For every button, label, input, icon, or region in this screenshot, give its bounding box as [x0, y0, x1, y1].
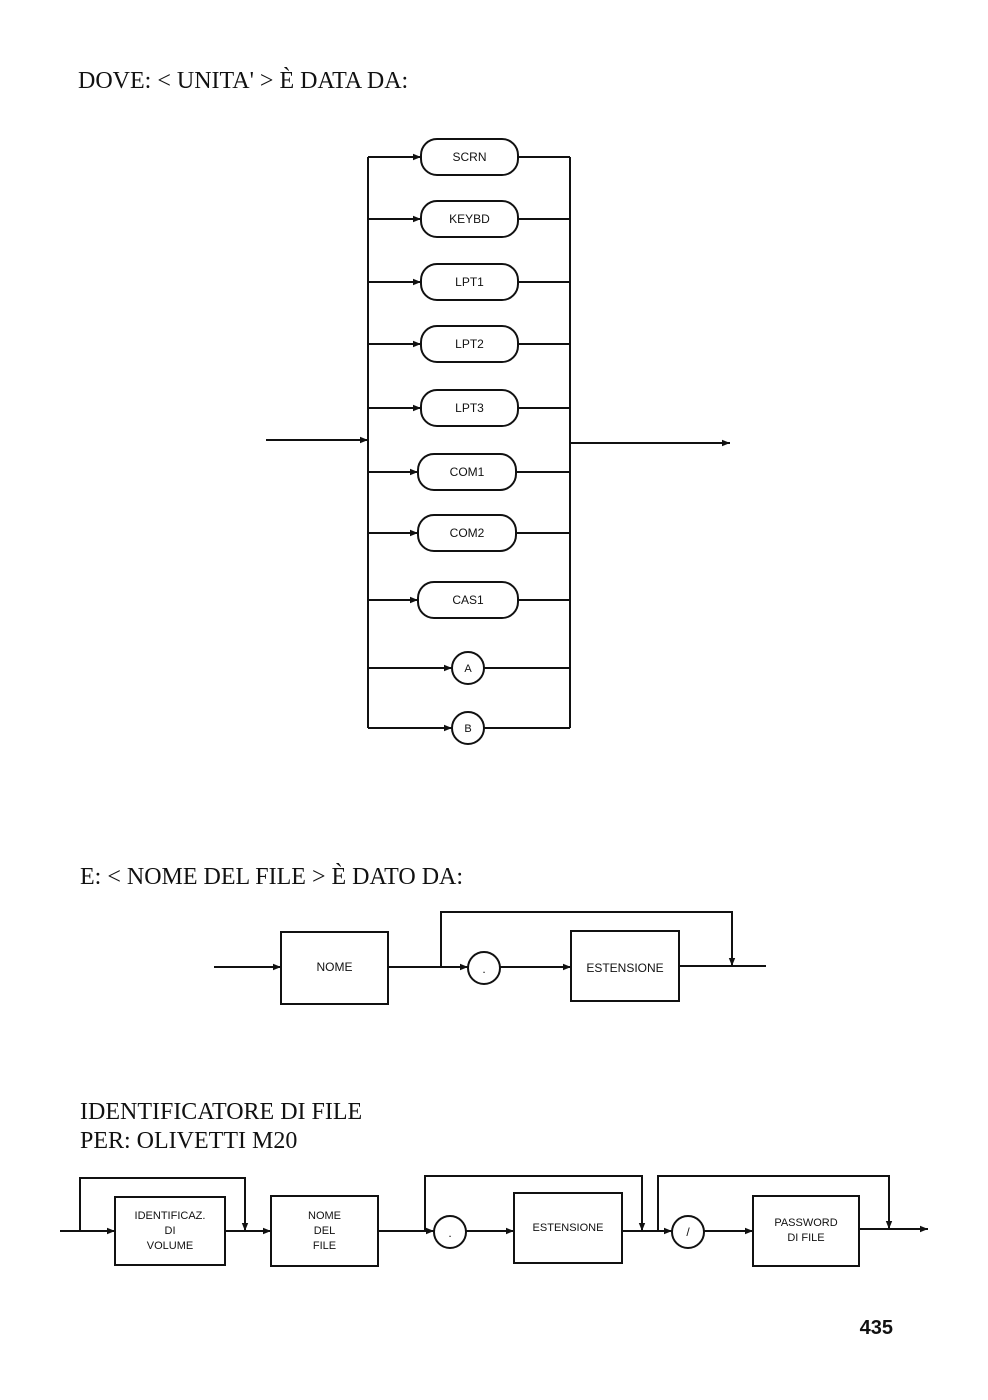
option-cas1-box: [417, 581, 519, 619]
heading-identificatore-line2: PER: OLIVETTI M20: [80, 1128, 297, 1154]
option-b-circle: [451, 711, 485, 745]
volume-box: [114, 1196, 226, 1266]
nome-file-diagram: NOME . ESTENSIONE: [214, 911, 766, 1005]
option-b-label: B: [464, 723, 471, 735]
option-lpt3-label: LPT3: [455, 401, 484, 415]
file-name-label-line2: DEL: [314, 1225, 335, 1237]
option-com1-box: [417, 453, 517, 491]
option-lpt1-box: [420, 263, 519, 301]
file-name-label-line1: NOME: [308, 1210, 341, 1222]
option-lpt3: LPT3: [368, 389, 570, 427]
olivetti-diagram: IDENTIFICAZ. DI VOLUME NOME DEL FILE . E…: [60, 1175, 928, 1267]
option-keybd-label: KEYBD: [449, 212, 490, 226]
volume-bypass-loop: [79, 1177, 249, 1231]
password-box: [752, 1195, 860, 1267]
option-a: A: [368, 651, 570, 685]
page-number: 435: [860, 1317, 893, 1339]
option-com1-label: COM1: [450, 465, 485, 479]
file-name-label-line3: FILE: [313, 1240, 336, 1252]
extension-label: ESTENSIONE: [586, 961, 663, 975]
option-keybd: KEYBD: [368, 200, 570, 238]
option-b: B: [368, 711, 570, 745]
file-name-box: [270, 1195, 379, 1267]
option-lpt2: LPT2: [368, 325, 570, 363]
option-com2-label: COM2: [450, 526, 485, 540]
option-keybd-box: [420, 200, 519, 238]
volume-label-line1: IDENTIFICAZ.: [135, 1210, 206, 1222]
option-cas1: CAS1: [368, 581, 570, 619]
slash-label: /: [686, 1225, 690, 1239]
option-lpt2-box: [420, 325, 519, 363]
heading-identificatore-line1: IDENTIFICATORE DI FILE: [80, 1099, 362, 1125]
option-com2-box: [417, 514, 517, 552]
option-scrn-box: [420, 138, 519, 176]
option-lpt1-label: LPT1: [455, 275, 484, 289]
option-lpt3-box: [420, 389, 519, 427]
heading-nome-file: E: < NOME DEL FILE > È DATO DA:: [80, 864, 463, 890]
password-label-line1: PASSWORD: [774, 1217, 837, 1229]
option-scrn-label: SCRN: [452, 150, 486, 164]
nome-label: NOME: [317, 960, 353, 974]
olivetti-dot-label: .: [448, 1226, 451, 1240]
option-lpt1: LPT1: [368, 263, 570, 301]
option-a-label: A: [464, 663, 472, 675]
volume-label-line3: VOLUME: [147, 1240, 193, 1252]
password-bypass-loop: [657, 1175, 893, 1231]
olivetti-extension-label: ESTENSIONE: [533, 1222, 604, 1234]
olivetti-extension-bypass-loop: [424, 1175, 646, 1231]
option-lpt2-label: LPT2: [455, 337, 484, 351]
volume-label-line2: DI: [165, 1225, 176, 1237]
nome-box: [280, 931, 389, 1005]
password-label-line2: DI FILE: [787, 1232, 824, 1244]
heading-unita: DOVE: < UNITA' > È DATA DA:: [78, 68, 408, 94]
option-com1: COM1: [368, 453, 570, 491]
option-scrn: SCRN: [368, 138, 570, 176]
olivetti-extension-box: [513, 1192, 623, 1264]
option-cas1-label: CAS1: [452, 593, 484, 607]
dot-label: .: [482, 962, 485, 976]
extension-bypass-loop: [440, 911, 736, 967]
option-a-circle: [451, 651, 485, 685]
unita-diagram: SCRN KEYBD LPT1 LPT2 LPT3: [266, 138, 730, 745]
extension-box: [570, 930, 680, 1002]
option-com2: COM2: [368, 514, 570, 552]
